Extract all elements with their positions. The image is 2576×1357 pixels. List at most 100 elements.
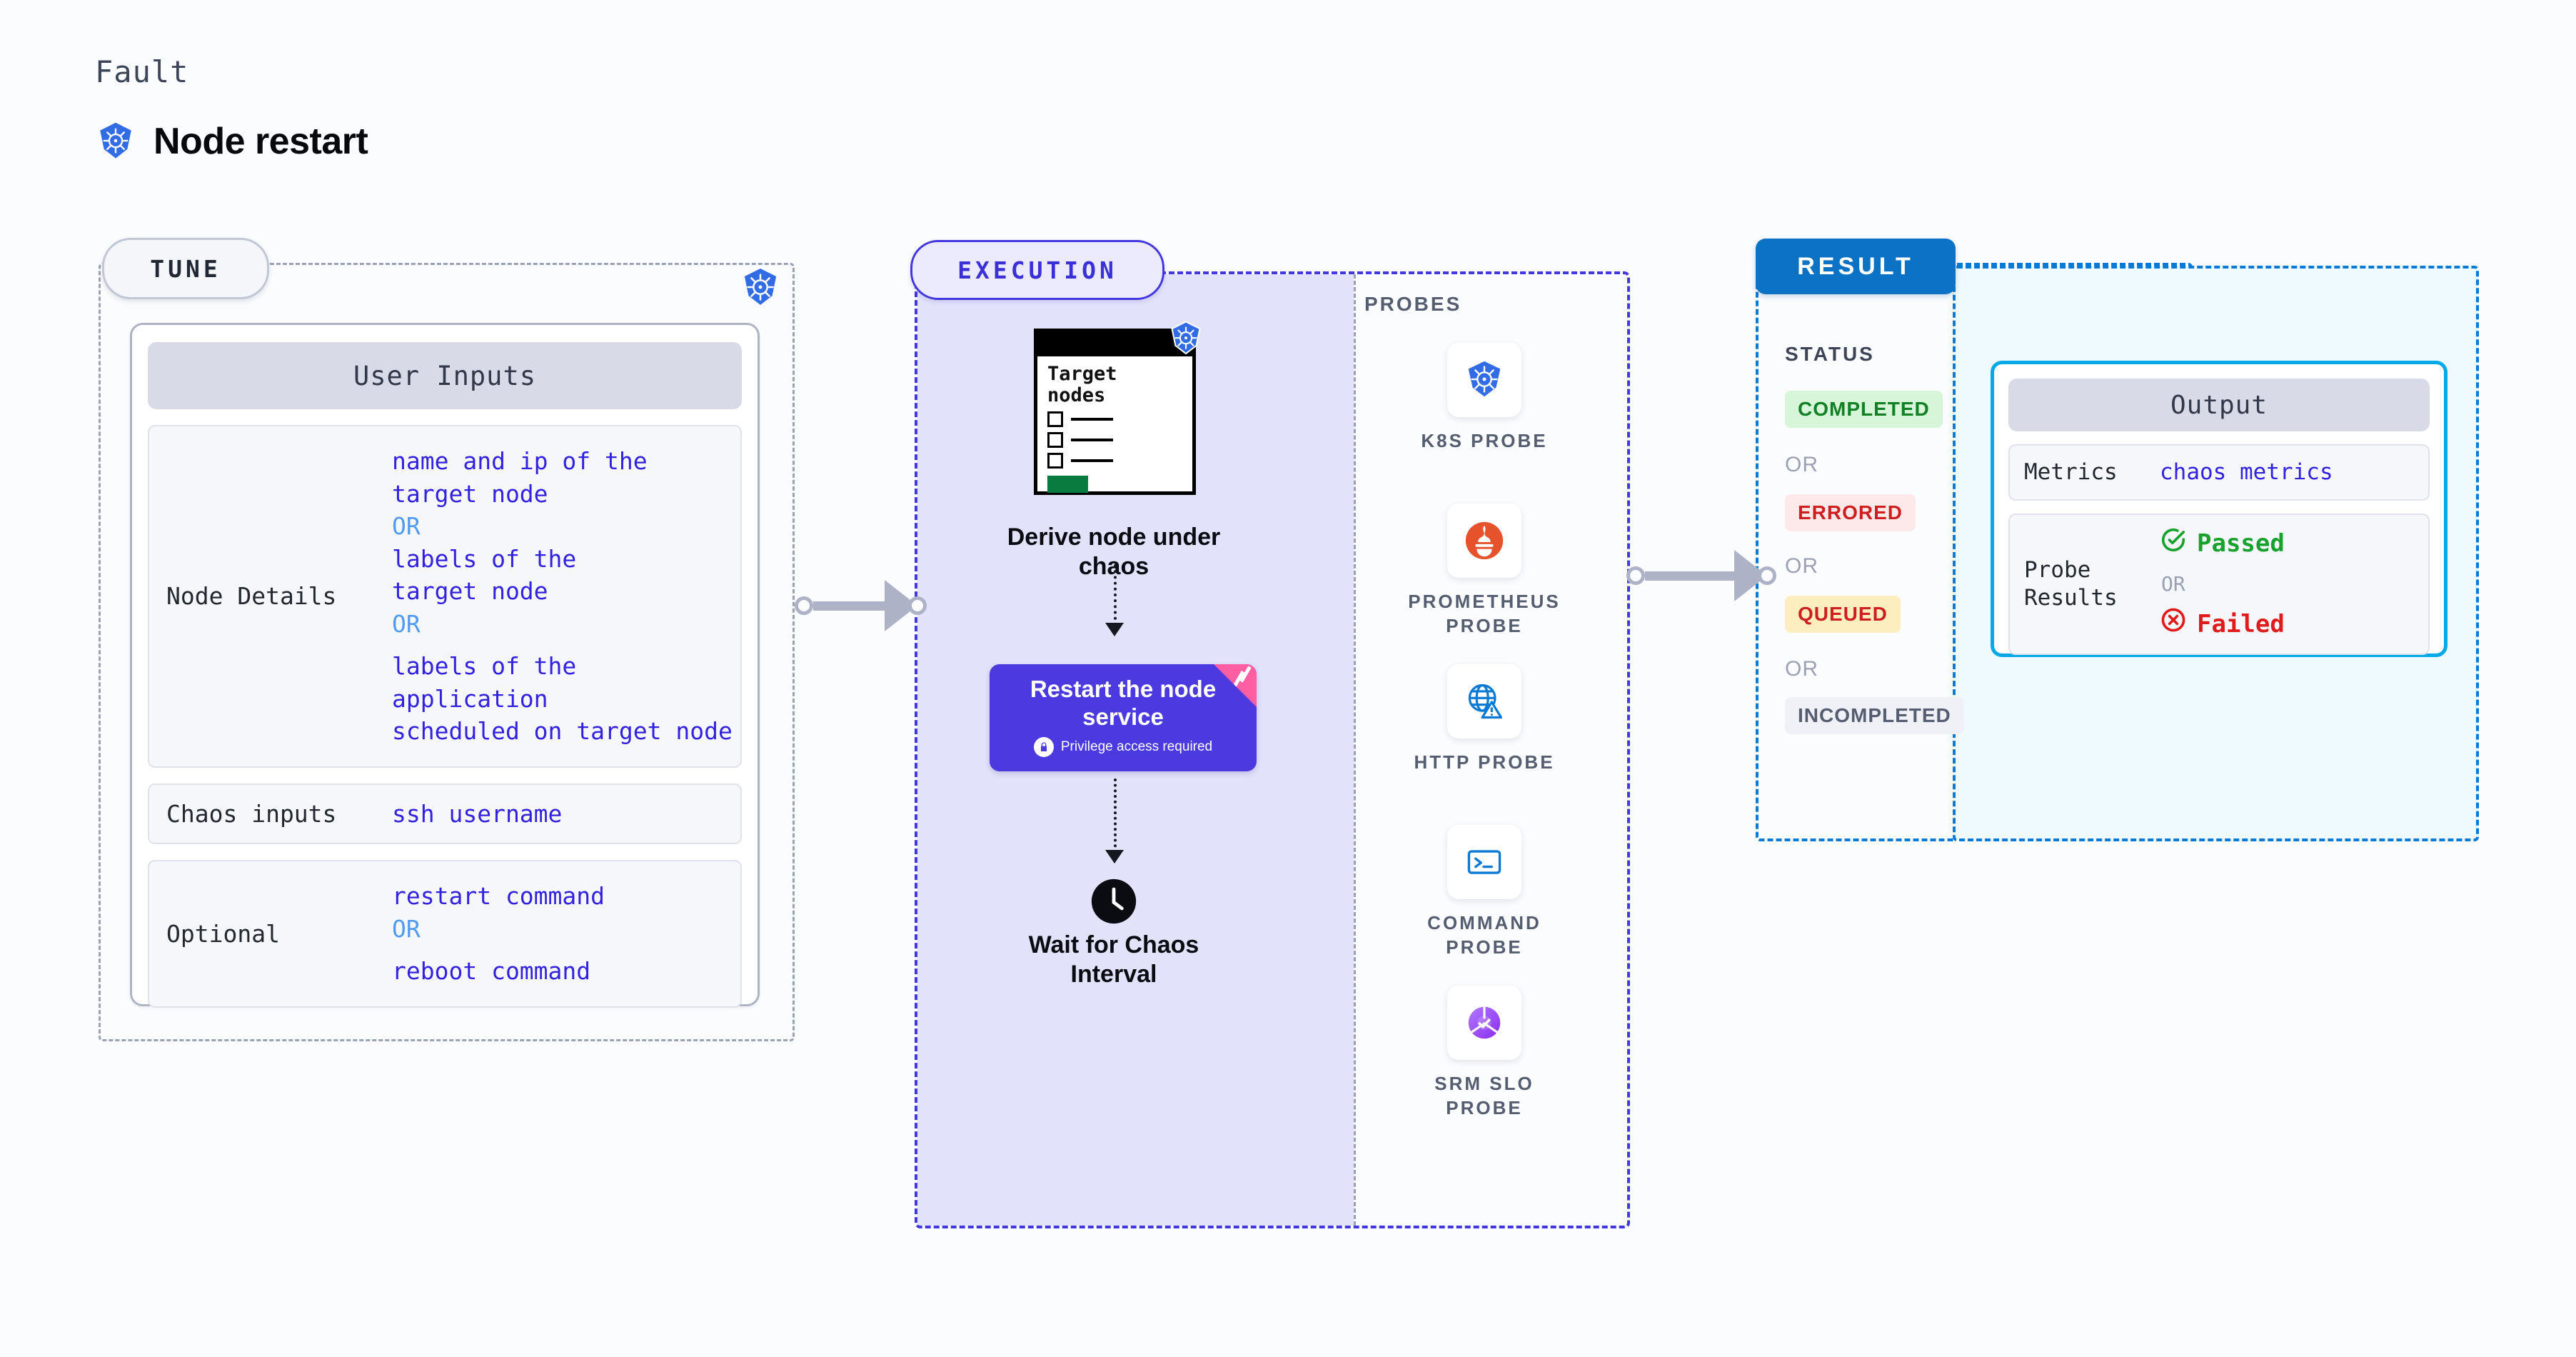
probe-command[interactable]: COMMAND PROBE bbox=[1399, 825, 1570, 960]
execution-panel bbox=[915, 271, 1630, 1228]
input-value: ssh username bbox=[392, 799, 563, 828]
result-badge[interactable]: RESULT bbox=[1756, 239, 1956, 294]
result-badge-label: RESULT bbox=[1797, 252, 1914, 280]
connector-bar bbox=[813, 601, 885, 611]
tune-panel bbox=[99, 263, 795, 1041]
row-key: Metrics bbox=[2024, 459, 2118, 485]
list-item bbox=[1047, 432, 1192, 449]
placeholder-line bbox=[1071, 459, 1113, 463]
status-badge: INCOMPLETED bbox=[1785, 697, 1964, 734]
flow-connector bbox=[1114, 778, 1117, 853]
kubernetes-icon bbox=[738, 266, 783, 310]
user-inputs-card: User Inputs Node Details name and ip of t… bbox=[130, 323, 760, 1008]
probe-label: PROMETHEUS PROBE bbox=[1408, 591, 1561, 637]
probe-label: SRM SLO PROBE bbox=[1434, 1073, 1534, 1119]
flow-connector bbox=[1114, 564, 1117, 626]
probe-passed: Passed bbox=[2160, 526, 2428, 562]
connector-dot bbox=[795, 596, 813, 615]
row-key: Chaos inputs bbox=[166, 799, 337, 828]
probe-label: COMMAND PROBE bbox=[1427, 912, 1541, 958]
page-title: Node restart bbox=[154, 121, 368, 162]
row-values: ssh username bbox=[392, 798, 740, 831]
or-label: OR bbox=[392, 609, 421, 638]
user-input-row: Chaos inputs ssh username bbox=[148, 783, 742, 845]
kubernetes-icon bbox=[1447, 343, 1521, 417]
probe-k8s[interactable]: K8S PROBE bbox=[1399, 343, 1570, 453]
arrow-head-icon bbox=[1105, 850, 1124, 863]
output-row-metrics: Metrics chaos metrics bbox=[2008, 444, 2430, 501]
status-badge: COMPLETED bbox=[1785, 391, 1943, 428]
probe-label: HTTP PROBE bbox=[1414, 751, 1555, 773]
row-key: Optional bbox=[166, 919, 280, 948]
probe-failed: Failed bbox=[2160, 606, 2428, 642]
probe-prometheus[interactable]: PROMETHEUS PROBE bbox=[1399, 504, 1570, 639]
probe-label: K8S PROBE bbox=[1421, 430, 1548, 451]
placeholder-line bbox=[1071, 439, 1113, 442]
probes-column bbox=[1354, 274, 1629, 1226]
page-eyebrow: Fault bbox=[95, 54, 189, 89]
probes-label: PROBES bbox=[1364, 293, 1462, 315]
checkbox-icon bbox=[1047, 432, 1063, 449]
connector-dot bbox=[908, 596, 927, 615]
or-label: OR bbox=[392, 512, 421, 541]
page-title-row: Node restart bbox=[95, 120, 368, 163]
x-circle-icon bbox=[2160, 606, 2187, 642]
privilege-note-label: Privilege access required bbox=[1060, 738, 1213, 754]
or-label: OR bbox=[392, 914, 421, 943]
tune-badge-label: TUNE bbox=[150, 254, 221, 283]
or-label: OR bbox=[1785, 657, 1818, 681]
connector-dot bbox=[1758, 566, 1776, 585]
probe-srm-slo[interactable]: SRM SLO PROBE bbox=[1399, 986, 1570, 1121]
prometheus-icon bbox=[1447, 504, 1521, 578]
user-inputs-title: User Inputs bbox=[148, 342, 742, 409]
privilege-note: Privilege access required bbox=[990, 736, 1257, 757]
connector-dot bbox=[1626, 566, 1645, 585]
srm-slo-icon bbox=[1447, 986, 1521, 1060]
arrow-head-icon bbox=[1105, 623, 1124, 636]
input-value: restart command bbox=[392, 882, 605, 911]
probe-passed-label: Passed bbox=[2197, 529, 2285, 559]
selected-bar bbox=[1047, 476, 1088, 494]
status-label: STATUS bbox=[1785, 343, 1875, 365]
output-title: Output bbox=[2008, 379, 2430, 431]
input-value: labels of the application scheduled on t… bbox=[392, 652, 733, 746]
tune-badge[interactable]: TUNE bbox=[102, 238, 269, 299]
probe-http[interactable]: HTTP PROBE bbox=[1399, 664, 1570, 774]
kubernetes-icon bbox=[95, 121, 136, 162]
lock-icon bbox=[1033, 736, 1054, 757]
input-value: reboot command bbox=[392, 957, 591, 986]
checkbox-icon bbox=[1047, 411, 1063, 428]
list-item bbox=[1047, 453, 1192, 469]
list-item bbox=[1047, 411, 1192, 428]
flow-arrow-tune-to-execution bbox=[795, 580, 927, 631]
placeholder-line bbox=[1071, 418, 1113, 421]
flow-arrow-execution-to-result bbox=[1626, 550, 1776, 601]
connector-bar bbox=[1645, 571, 1734, 581]
probe-failed-label: Failed bbox=[2197, 609, 2285, 639]
status-badge: QUEUED bbox=[1785, 596, 1901, 633]
window-titlebar bbox=[1037, 332, 1192, 356]
kubernetes-icon bbox=[1167, 320, 1204, 357]
row-value: Passed OR Failed bbox=[2160, 526, 2428, 642]
execution-badge[interactable]: EXECUTION bbox=[910, 240, 1164, 300]
row-key: Node Details bbox=[166, 582, 337, 611]
execution-badge-label: EXECUTION bbox=[957, 256, 1117, 284]
http-globe-warning-icon bbox=[1447, 664, 1521, 738]
row-value: chaos metrics bbox=[2160, 459, 2333, 485]
or-label: OR bbox=[1785, 453, 1818, 476]
